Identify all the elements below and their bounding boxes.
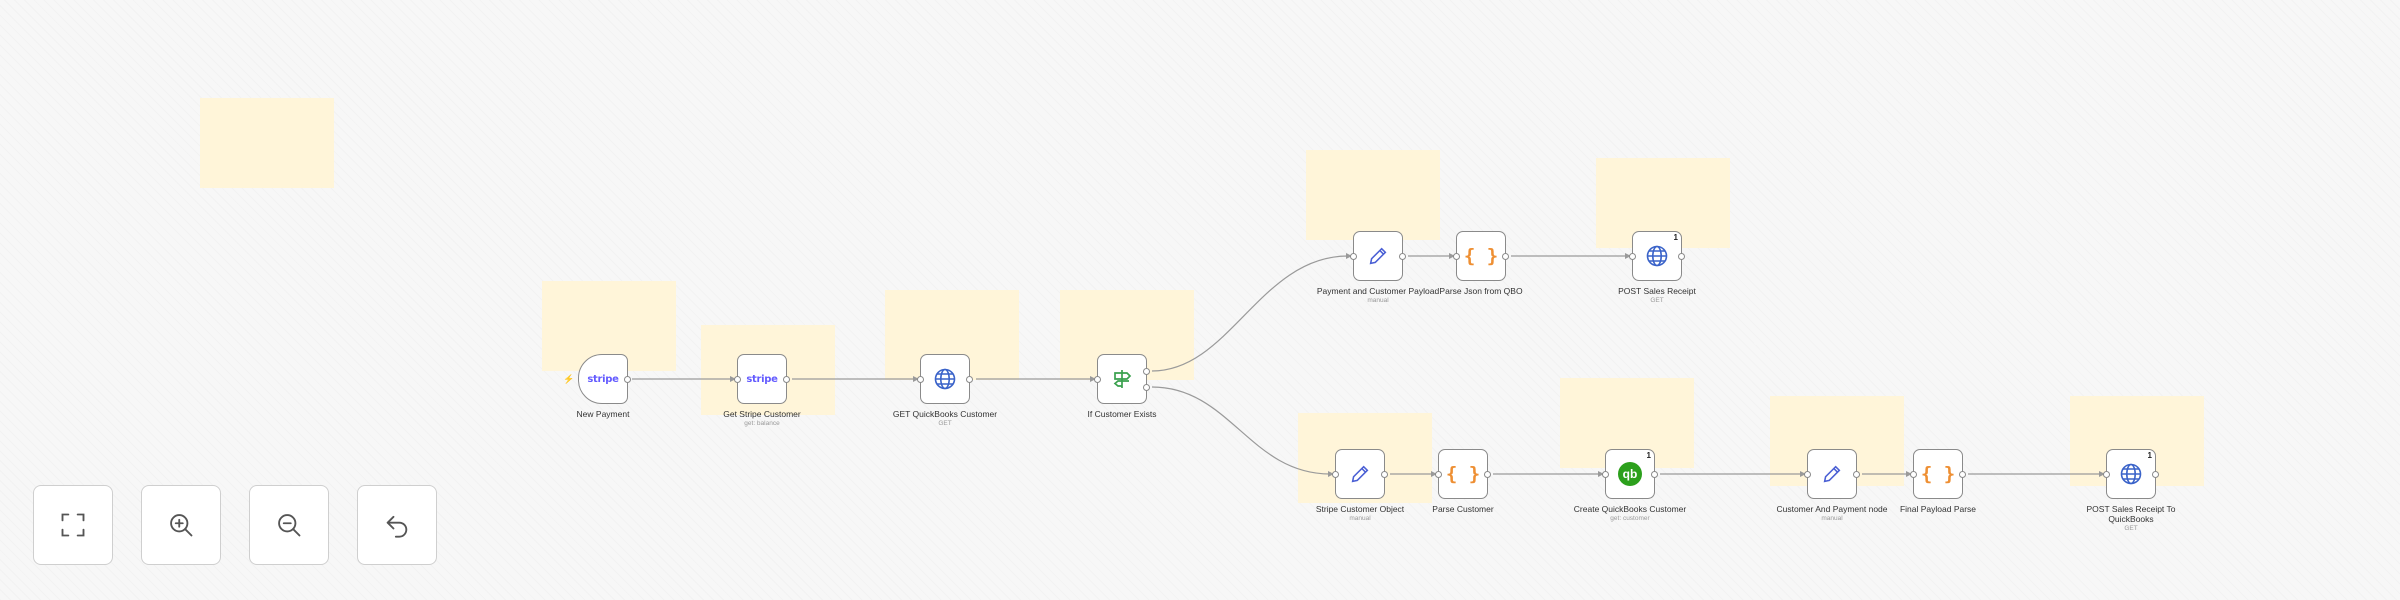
signpost-icon (1113, 370, 1132, 388)
node-new-payment[interactable]: stripe (578, 354, 631, 404)
input-port[interactable] (734, 376, 741, 383)
zoom-in-button[interactable] (141, 485, 221, 565)
output-port[interactable] (966, 376, 973, 383)
trigger-marker-icon: ⚡ (563, 374, 575, 384)
pencil-icon (1823, 465, 1841, 483)
node-post-sales-receipt-quickbooks[interactable]: 1 (2103, 449, 2159, 499)
input-port[interactable] (917, 376, 924, 383)
zoom-out-button[interactable] (249, 485, 329, 565)
output-port[interactable] (1651, 471, 1658, 478)
input-port[interactable] (2103, 471, 2110, 478)
node-label: GET QuickBooks Customer GET (892, 409, 998, 427)
node-label: Stripe Customer Object manual (1315, 504, 1405, 522)
node-label: Get Stripe Customer get: balance (723, 409, 801, 427)
node-label: Payment and Customer Payload manual (1316, 286, 1440, 304)
braces-icon: { } (1920, 463, 1956, 485)
node-label: Final Payload Parse (1899, 504, 1977, 514)
output-port[interactable] (1381, 471, 1388, 478)
output-port[interactable] (783, 376, 790, 383)
output-port[interactable] (1678, 253, 1685, 260)
pencil-icon (1351, 465, 1369, 483)
node-get-quickbooks-customer[interactable] (917, 354, 973, 404)
execution-count-badge: 1 (1646, 451, 1651, 460)
globe-icon (1646, 245, 1668, 267)
zoom-in-icon (170, 514, 193, 537)
node-post-sales-receipt[interactable]: 1 (1629, 231, 1685, 281)
node-label: POST Sales Receipt To QuickBooks GET (2086, 504, 2176, 532)
node-create-quickbooks-customer[interactable]: qb 1 (1602, 449, 1658, 499)
stripe-icon: stripe (746, 373, 778, 385)
node-label: POST Sales Receipt GET (1618, 286, 1696, 304)
node-stripe-customer-object[interactable] (1332, 449, 1388, 499)
input-port[interactable] (1453, 253, 1460, 260)
input-port[interactable] (1435, 471, 1442, 478)
undo-icon (386, 515, 408, 538)
output-port[interactable] (624, 376, 631, 383)
node-label: Customer And Payment node manual (1776, 504, 1888, 522)
input-port[interactable] (1602, 471, 1609, 478)
output-port[interactable] (1484, 471, 1491, 478)
connection (1151, 386, 1331, 475)
execution-count-badge: 1 (2147, 451, 2152, 460)
output-port[interactable] (1853, 471, 1860, 478)
node-if-customer-exists[interactable] (1094, 354, 1150, 404)
zoom-out-icon (278, 514, 301, 537)
node-label: If Customer Exists (1087, 409, 1157, 419)
pencil-icon (1369, 247, 1387, 265)
output-port[interactable] (2152, 471, 2159, 478)
execution-count-badge: 1 (1673, 233, 1678, 242)
quickbooks-icon: qb (1618, 462, 1642, 486)
node-parse-json-qbo[interactable]: { } (1453, 231, 1509, 281)
node-label: Parse Json from QBO (1439, 286, 1523, 296)
node-label: Create QuickBooks Customer get: customer (1573, 504, 1687, 522)
globe-icon (2120, 463, 2142, 485)
fit-view-button[interactable] (33, 485, 113, 565)
output-port-true[interactable] (1143, 368, 1150, 375)
node-label: New Payment (576, 409, 630, 419)
fit-view-icon (61, 513, 85, 537)
node-get-stripe-customer[interactable]: stripe (734, 354, 790, 404)
sticky-note[interactable] (1306, 150, 1440, 240)
undo-button[interactable] (357, 485, 437, 565)
input-port[interactable] (1350, 253, 1357, 260)
node-payment-customer-payload[interactable] (1350, 231, 1406, 281)
sticky-note[interactable] (200, 98, 334, 188)
input-port[interactable] (1629, 253, 1636, 260)
input-port[interactable] (1910, 471, 1917, 478)
output-port[interactable] (1502, 253, 1509, 260)
braces-icon: { } (1445, 463, 1481, 485)
output-port-false[interactable] (1143, 384, 1150, 391)
output-port[interactable] (1399, 253, 1406, 260)
node-final-payload-parse[interactable]: { } (1910, 449, 1966, 499)
node-customer-payment[interactable] (1804, 449, 1860, 499)
node-label: Parse Customer (1432, 504, 1494, 514)
node-parse-customer[interactable]: { } (1435, 449, 1491, 499)
input-port[interactable] (1094, 376, 1101, 383)
stripe-icon: stripe (587, 373, 619, 385)
input-port[interactable] (1804, 471, 1811, 478)
globe-icon (934, 368, 956, 390)
braces-icon: { } (1463, 245, 1499, 267)
connection (1151, 255, 1349, 372)
output-port[interactable] (1959, 471, 1966, 478)
input-port[interactable] (1332, 471, 1339, 478)
